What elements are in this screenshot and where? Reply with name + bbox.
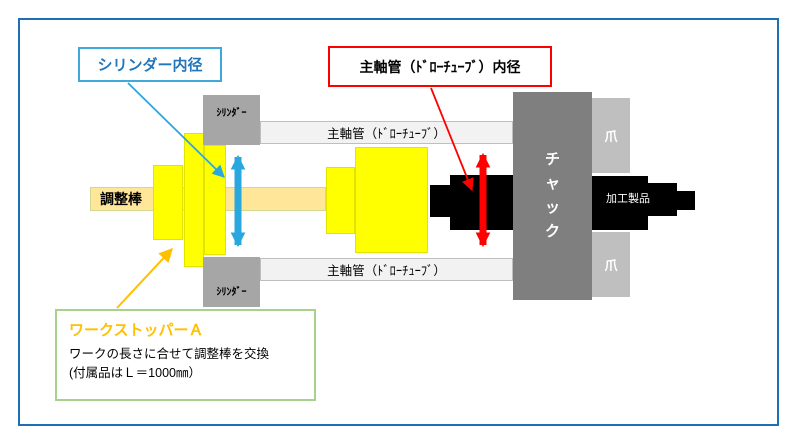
drawtube-black-step bbox=[430, 185, 450, 217]
work-stopper-note-line1: ワークの長さに合せて調整棒を交換 bbox=[69, 347, 270, 361]
diagram-border-frame bbox=[18, 18, 779, 426]
work-stopper-block-5 bbox=[355, 147, 428, 253]
work-stopper-block-4 bbox=[326, 167, 355, 234]
cylinder-bore-callout-text: シリンダー内径 bbox=[97, 57, 203, 74]
jaw-top-label: 爪 bbox=[604, 129, 618, 144]
work-stopper-note-title: ワークストッパーＡ bbox=[69, 322, 204, 339]
chuck-label: チャック bbox=[544, 151, 560, 240]
workpiece-body bbox=[592, 176, 648, 230]
adjust-rod-label: 調整棒 bbox=[100, 191, 142, 207]
drawtube-bar-bottom-label: 主軸管（ﾄﾞﾛｰﾁｭｰﾌﾞ） bbox=[327, 264, 446, 278]
workpiece-step bbox=[648, 183, 677, 216]
jaw-bottom-label: 爪 bbox=[604, 258, 618, 273]
drawtube-bore-callout-text: 主軸管（ﾄﾞﾛｰﾁｭｰﾌﾞ）内径 bbox=[359, 58, 521, 75]
drawtube-bar-bottom: 主軸管（ﾄﾞﾛｰﾁｭｰﾌﾞ） bbox=[260, 258, 513, 281]
chuck-block: チャック bbox=[513, 92, 592, 300]
work-stopper-block-1 bbox=[153, 165, 183, 240]
cylinder-box-top: ｼﾘﾝﾀﾞｰ bbox=[203, 95, 260, 145]
jaw-top: 爪 bbox=[592, 98, 630, 173]
cylinder-box-top-label: ｼﾘﾝﾀﾞｰ bbox=[216, 108, 247, 119]
work-stopper-block-2 bbox=[184, 133, 204, 267]
cylinder-box-bottom-label: ｼﾘﾝﾀﾞｰ bbox=[216, 287, 247, 298]
workpiece-tip bbox=[677, 191, 695, 210]
jaw-bottom: 爪 bbox=[592, 232, 630, 297]
drawtube-bar-top-label: 主軸管（ﾄﾞﾛｰﾁｭｰﾌﾞ） bbox=[327, 127, 446, 141]
work-stopper-block-3 bbox=[204, 145, 226, 255]
drawtube-bar-top: 主軸管（ﾄﾞﾛｰﾁｭｰﾌﾞ） bbox=[260, 121, 513, 144]
cylinder-bore-callout: シリンダー内径 bbox=[78, 47, 222, 82]
workpiece-label: 加工製品 bbox=[606, 193, 650, 205]
cylinder-box-bottom: ｼﾘﾝﾀﾞｰ bbox=[203, 257, 260, 307]
work-stopper-note: ワークストッパーＡ ワークの長さに合せて調整棒を交換 (付属品はＬ＝1000㎜） bbox=[55, 309, 316, 401]
drawtube-bore-callout: 主軸管（ﾄﾞﾛｰﾁｭｰﾌﾞ）内径 bbox=[328, 46, 552, 87]
work-stopper-note-line2: (付属品はＬ＝1000㎜） bbox=[69, 366, 201, 381]
drawtube-black-main bbox=[450, 175, 513, 230]
